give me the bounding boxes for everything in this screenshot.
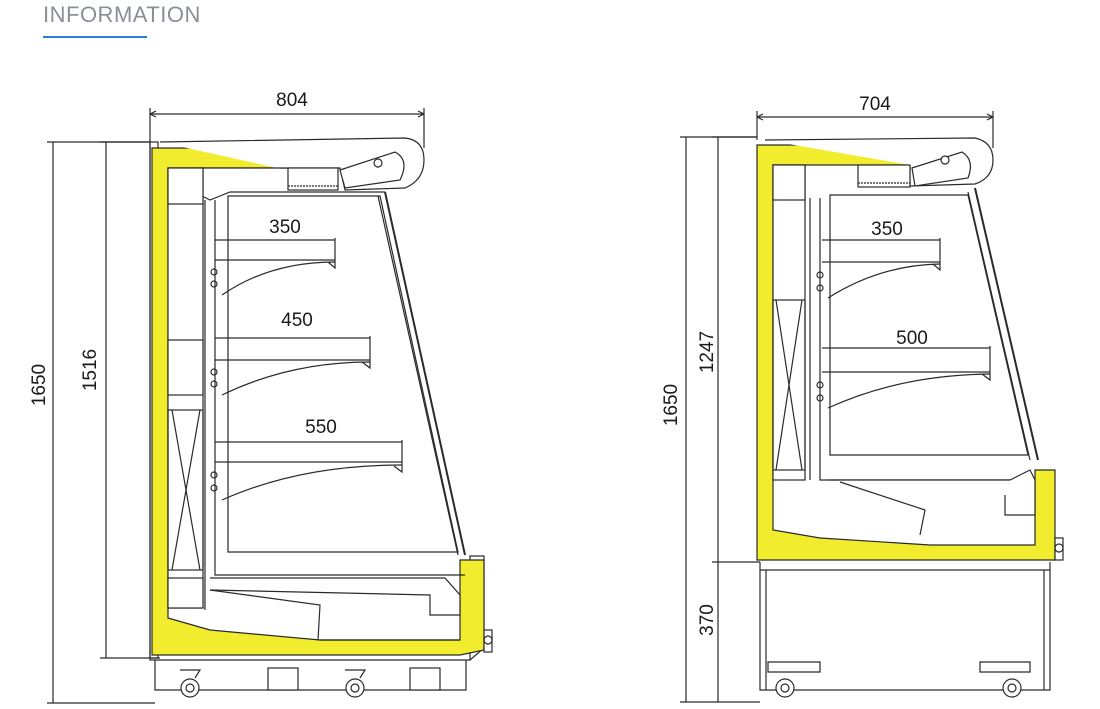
cabinet-b	[680, 111, 1064, 703]
cabinet-b-display-height-dimension	[712, 136, 760, 563]
section-title: INFORMATION	[43, 2, 201, 27]
section-header: INFORMATION	[43, 2, 201, 38]
cabinet-a-base	[154, 660, 467, 691]
cabinet-b-display-height-label: 1247	[697, 331, 718, 373]
cabinet-a-overall-height-label: 1650	[29, 364, 50, 406]
cabinet-b-base	[759, 562, 1051, 691]
cabinet-a-width-dimension	[149, 108, 425, 148]
cabinet-a-overall-height-dimension	[47, 141, 155, 704]
cabinet-a-shelf-3	[210, 440, 403, 501]
cabinet-a-shelf-2-label: 450	[281, 310, 313, 331]
cabinet-b-shelf-2-label: 500	[896, 328, 928, 349]
cabinet-a	[47, 108, 493, 704]
cabinet-a-shelf-1-label: 350	[269, 217, 301, 238]
cabinet-b-base-height-label: 370	[697, 604, 718, 636]
cabinet-b-front-glass	[974, 187, 1039, 461]
cabinet-b-caster-2	[979, 661, 1031, 698]
cabinet-a-front-glass	[384, 191, 466, 556]
cabinet-a-caster-1	[180, 669, 202, 698]
cabinet-a-display-height-label: 1516	[80, 349, 101, 391]
cabinet-b-overall-height-dimension	[680, 136, 760, 703]
cabinet-b-width-dimension	[756, 111, 994, 148]
cabinet-b-width-label: 704	[859, 94, 891, 115]
cabinet-a-caster-2	[345, 669, 367, 698]
cabinet-a-shelf-2	[210, 336, 371, 396]
cabinet-a-shelf-3-label: 550	[305, 417, 337, 438]
cabinet-b-caster-1	[767, 661, 821, 698]
cabinet-a-display-height-dimension	[100, 141, 160, 659]
section-title-underline	[43, 36, 147, 38]
cabinet-a-width-label: 804	[276, 90, 308, 111]
cabinet-b-overall-height-label: 1650	[661, 384, 682, 426]
cabinet-a-shelf-1	[210, 238, 336, 296]
cabinet-b-shelf-1	[816, 238, 941, 299]
cabinet-b-shelf-1-label: 350	[871, 219, 903, 240]
cabinet-b-shelf-2	[816, 346, 991, 409]
